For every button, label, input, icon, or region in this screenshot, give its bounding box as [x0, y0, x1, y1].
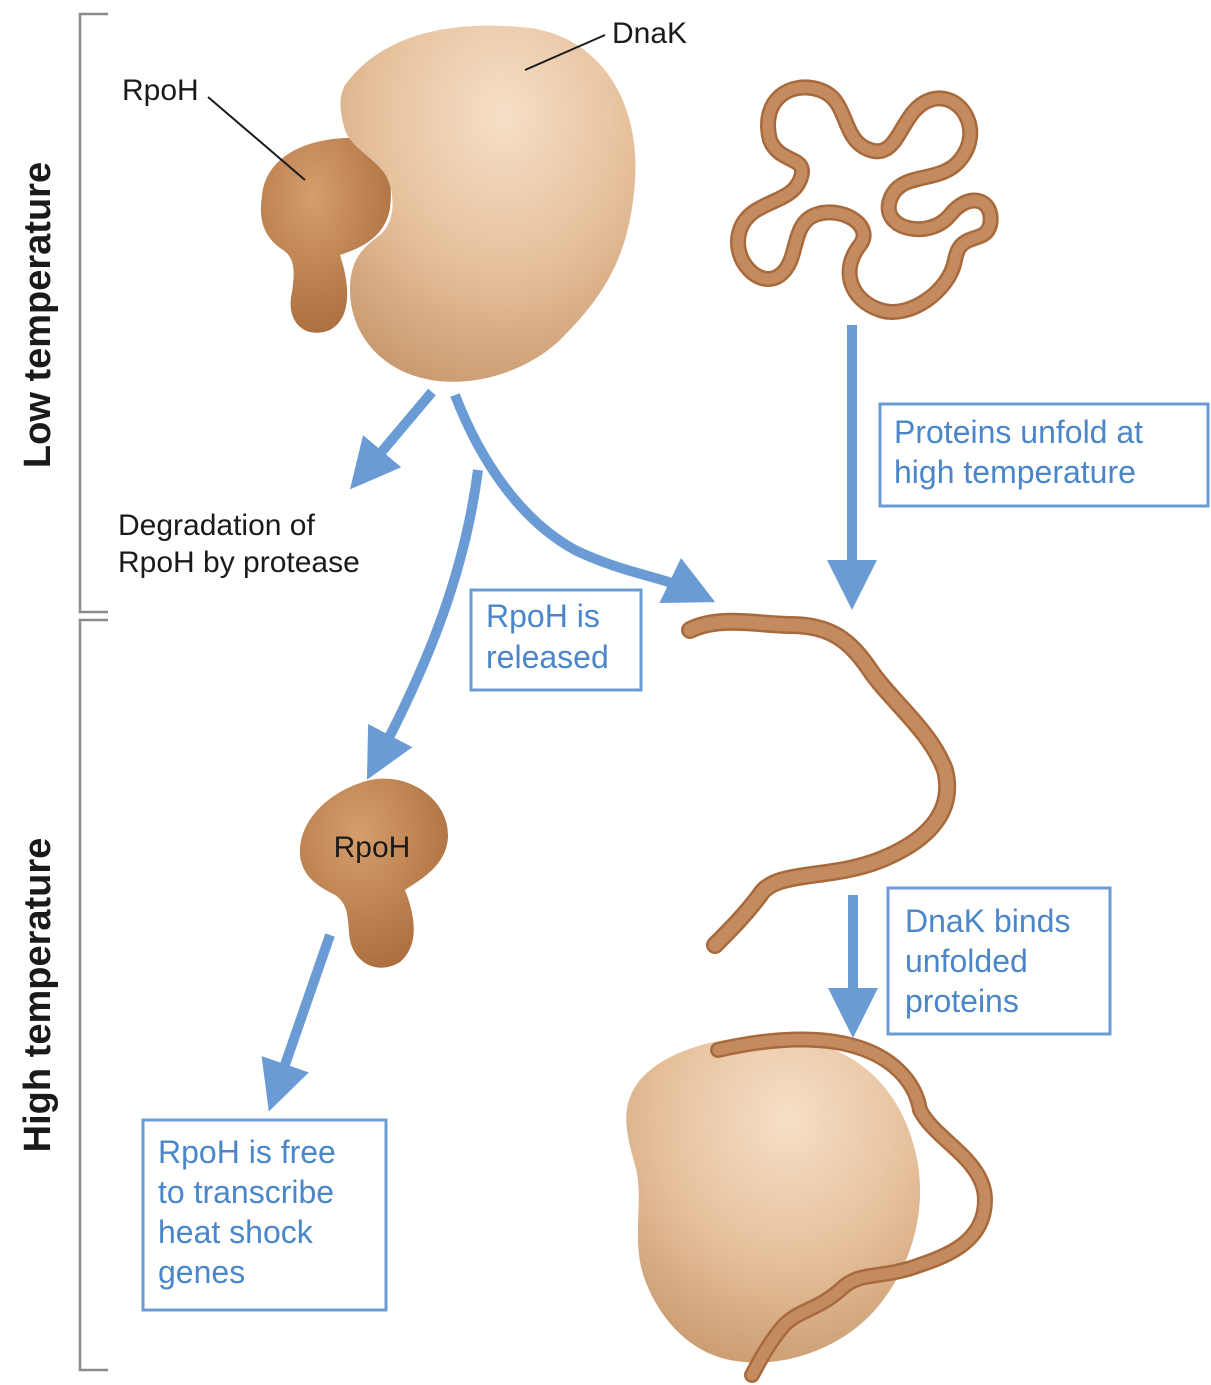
high-temperature-bracket: [80, 620, 108, 1370]
high-temperature-label: High temperature: [17, 838, 59, 1153]
arrow-to-degradation: [368, 392, 432, 468]
rpoh-free-label: RpoH: [334, 831, 411, 864]
callout-free: RpoH is free to transcribe heat shock ge…: [143, 1120, 386, 1310]
rpoh-leader-line: [208, 97, 305, 180]
arrows: [278, 325, 853, 1085]
arrow-to-released: [455, 395, 690, 590]
degradation-text: Degradation of RpoH by protease: [118, 509, 360, 579]
rpoh-top-label: RpoH: [122, 74, 199, 107]
dnak-label: DnaK: [612, 17, 687, 50]
folded-protein-tangle: [738, 87, 991, 312]
callout-binds: DnaK binds unfolded proteins: [888, 888, 1110, 1034]
low-temperature-label: Low temperature: [17, 162, 59, 468]
rpoh-free-shape: [300, 779, 448, 968]
callout-unfold: Proteins unfold at high temperature: [880, 404, 1208, 506]
arrow-to-free-rpoh: [380, 470, 478, 755]
callout-released: RpoH is released: [471, 590, 641, 690]
low-temperature-bracket: [80, 14, 108, 612]
arrow-transcribe: [278, 935, 330, 1085]
dnak-bound-shape: [626, 1037, 920, 1363]
